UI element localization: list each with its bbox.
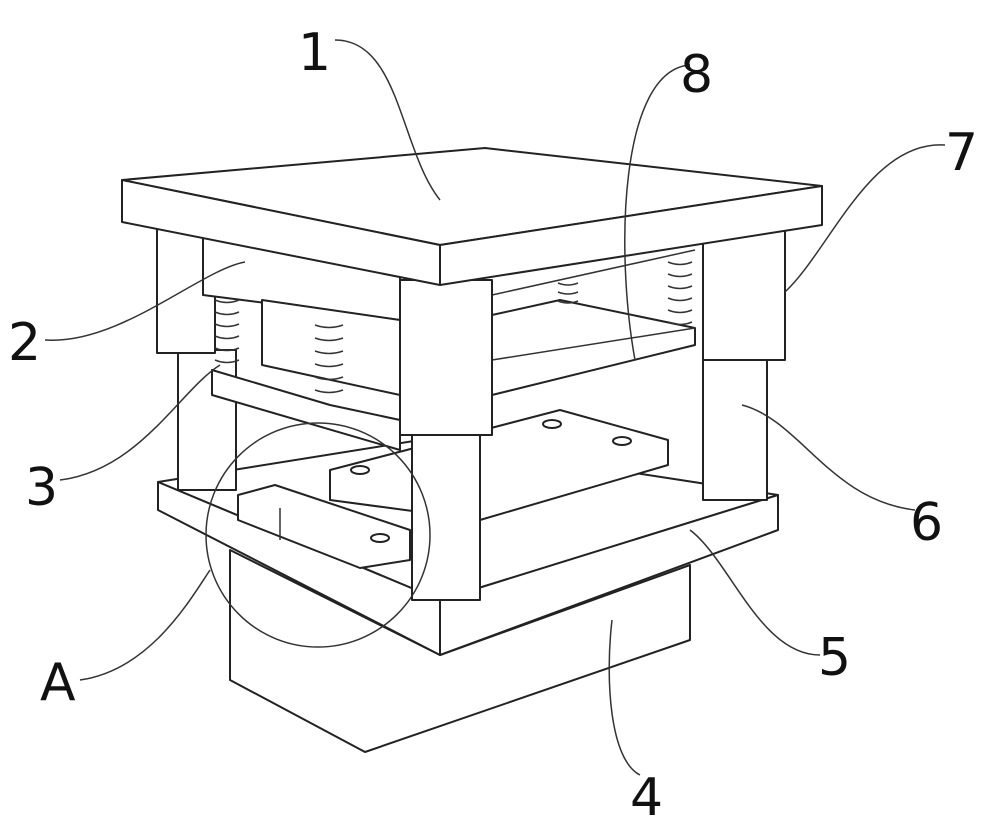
label-a: A xyxy=(40,653,76,713)
label-5: 5 xyxy=(818,628,851,688)
guide-sleeve-7 xyxy=(703,228,785,360)
label-8: 8 xyxy=(680,45,713,105)
guide-sleeve-front xyxy=(400,280,492,435)
label-7: 7 xyxy=(945,123,978,183)
label-2: 2 xyxy=(8,313,41,373)
label-3: 3 xyxy=(25,458,58,518)
label-1: 1 xyxy=(298,23,331,83)
punch-plate-8 xyxy=(492,300,695,395)
guide-post-6 xyxy=(703,355,767,500)
label-6: 6 xyxy=(910,493,943,553)
label-4: 4 xyxy=(630,768,663,825)
